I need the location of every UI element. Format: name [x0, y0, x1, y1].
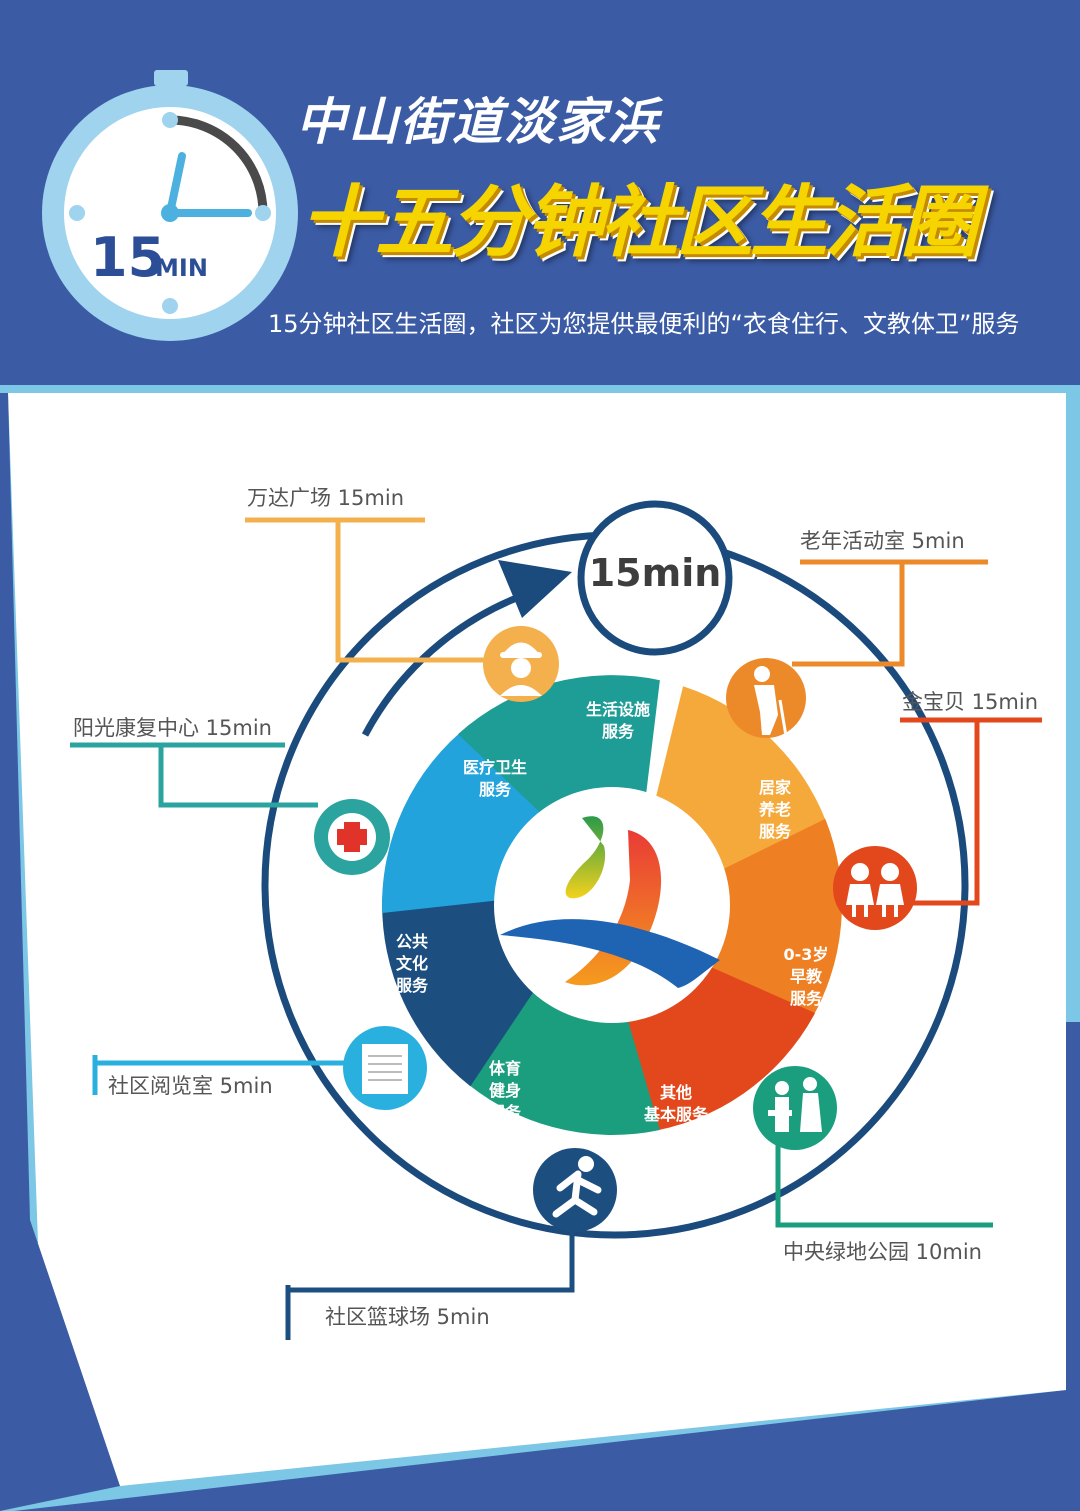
place-label-rehab-center: 阳光康复中心 15min — [73, 716, 272, 740]
place-label-gymboree: 金宝贝 15min — [902, 690, 1038, 714]
subtitle-top: 中山街道淡家浜 — [296, 93, 660, 151]
medical-cross-icon — [314, 799, 390, 875]
place-label-wanda: 万达广场 15min — [247, 486, 404, 510]
connector-lines — [70, 517, 1042, 1340]
place-label-elderly-room: 老年活动室 5min — [800, 529, 965, 553]
page-title: 十五分钟社区生活圈 — [300, 178, 978, 268]
document-icon — [343, 1026, 427, 1110]
place-label-basketball-court: 社区篮球场 5min — [325, 1305, 490, 1329]
center-time-bubble — [577, 500, 733, 656]
petal-label-culture: 公共文化服务 — [396, 932, 429, 995]
community-emblem-icon — [500, 816, 720, 988]
park-people-icon — [753, 1066, 837, 1150]
petal-label-elderly-care: 居家养老服务 — [758, 778, 792, 841]
worker-icon — [483, 626, 559, 702]
tagline: 15分钟社区生活圈，社区为您提供最便利的“衣食住行、文教体卫”服务 — [268, 310, 1020, 338]
left-blue-wedge — [0, 393, 120, 1511]
place-label-reading-room: 社区阅览室 5min — [108, 1074, 273, 1098]
stopwatch-icon: 15 MIN — [42, 70, 298, 341]
arrow-head — [498, 560, 572, 618]
children-icon — [833, 846, 917, 930]
clock-unit: MIN — [155, 254, 208, 282]
petal-elderly-care — [703, 818, 842, 1027]
petal-label-other-services: 其他基本服务 — [643, 1083, 709, 1124]
place-label-central-park: 中央绿地公园 10min — [783, 1240, 982, 1264]
runner-icon — [533, 1148, 617, 1232]
clock-number: 15 — [90, 226, 165, 289]
petal-labels: 生活设施服务 居家养老服务 0-3岁早教服务 其他基本服务 体育健身服务 公共文… — [396, 700, 828, 1124]
place-labels: 万达广场 15min 老年活动室 5min 金宝贝 15min 阳光康复中心 1… — [73, 486, 1038, 1329]
petal-label-medical: 医疗卫生服务 — [463, 758, 527, 799]
petal-label-sports: 体育健身服务 — [489, 1059, 522, 1122]
center-time-label: 15min — [589, 551, 722, 595]
petal-label-living-facilities: 生活设施服务 — [586, 700, 650, 741]
petal-label-early-education: 0-3岁早教服务 — [784, 945, 829, 1008]
elderly-icon — [726, 658, 806, 738]
